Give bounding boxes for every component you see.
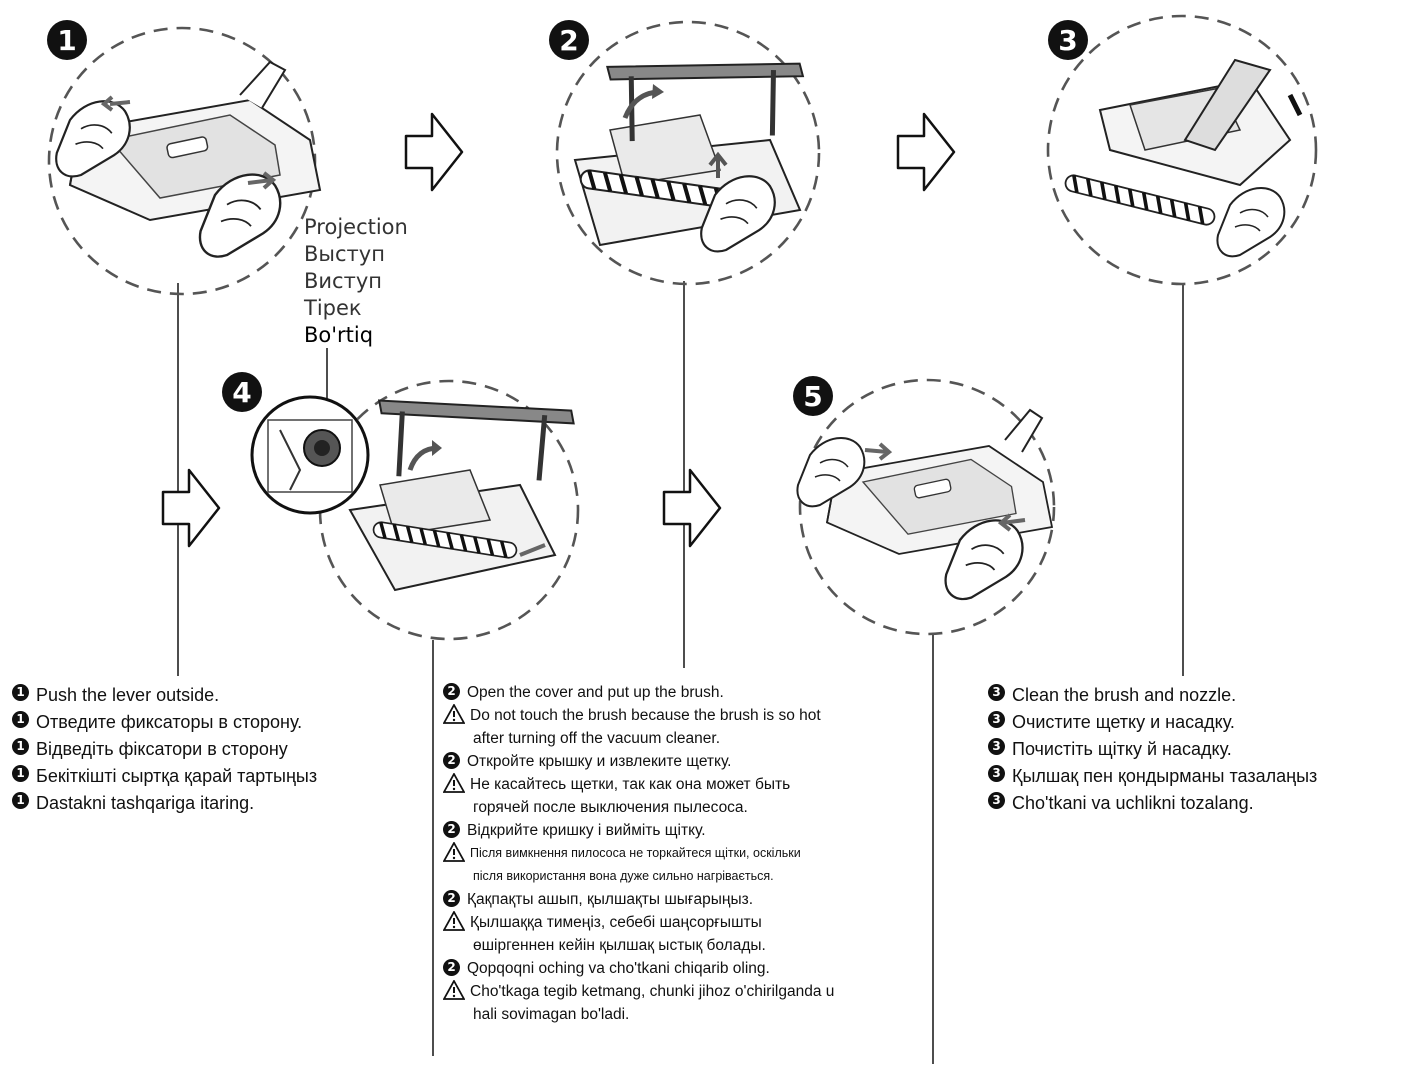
warning-continuation: hali sovimagan bo'ladi. xyxy=(473,1006,630,1023)
step1-illustration xyxy=(55,60,321,258)
step-number-icon: 1 xyxy=(12,792,29,809)
step-4-badge: 4 xyxy=(222,372,262,412)
right-arrow-icon xyxy=(404,112,464,192)
step-1-badge: 1 xyxy=(47,20,87,60)
step2-illustration xyxy=(573,37,805,253)
projection-label-kk: Тірек xyxy=(304,296,362,320)
projection-label-uk: Виступ xyxy=(304,269,382,293)
step-number-icon: 2 xyxy=(443,821,460,838)
projection-callout: Projection Выступ Виступ Тірек Bo'rtiq xyxy=(304,214,408,349)
step3-illustration xyxy=(1062,58,1303,258)
warning-triangle-icon xyxy=(443,773,465,793)
step-number-icon: 2 xyxy=(443,890,460,907)
warning-triangle-icon xyxy=(443,980,465,1000)
projection-label-ru: Выступ xyxy=(304,242,385,266)
step-5-badge: 5 xyxy=(793,376,833,416)
step-number-icon: 3 xyxy=(988,738,1005,755)
warning-continuation: після використання вона дуже сильно нагр… xyxy=(473,869,774,883)
step-number-icon: 1 xyxy=(12,711,29,728)
step4-illustration xyxy=(250,371,576,592)
step-number-icon: 1 xyxy=(12,738,29,755)
warning-continuation: горячей после выключения пылесоса. xyxy=(473,799,748,816)
warning-continuation: after turning off the vacuum cleaner. xyxy=(473,730,721,747)
warning-continuation: өшіргеннен кейін қылшақ ыстық болады. xyxy=(473,937,766,954)
warning-line: Do not touch the brush because the brush… xyxy=(443,704,834,727)
warning-line: Не касайтесь щетки, так как она может бы… xyxy=(443,773,834,796)
warning-triangle-icon xyxy=(443,842,465,862)
warning-line: Після вимкнення пилососа не торкайтеся щ… xyxy=(443,842,834,865)
projection-label-en: Projection xyxy=(304,215,408,239)
warning-line: Қылшаққа тимеңіз, себебі шаңсорғышты xyxy=(443,911,834,934)
step-number-icon: 3 xyxy=(988,684,1005,701)
right-arrow-icon xyxy=(161,468,221,548)
projection-label-uz: Bo'rtiq xyxy=(304,323,374,347)
right-arrow-icon xyxy=(662,468,722,548)
right-arrow-icon xyxy=(896,112,956,192)
warning-line: Cho'tkaga tegib ketmang, chunki jihoz o'… xyxy=(443,980,834,1003)
step-number-icon: 3 xyxy=(988,711,1005,728)
leader-lines xyxy=(177,281,1184,1064)
step-2-badge: 2 xyxy=(549,20,589,60)
step-number-icon: 3 xyxy=(988,792,1005,809)
step-number-icon: 2 xyxy=(443,683,460,700)
warning-triangle-icon xyxy=(443,704,465,724)
step-3-badge: 3 xyxy=(1048,20,1088,60)
step-number-icon: 1 xyxy=(12,765,29,782)
step5-illustration xyxy=(796,408,1053,601)
step-number-icon: 2 xyxy=(443,752,460,769)
step-number-icon: 3 xyxy=(988,765,1005,782)
warning-triangle-icon xyxy=(443,911,465,931)
step-number-icon: 1 xyxy=(12,684,29,701)
step-number-icon: 2 xyxy=(443,959,460,976)
